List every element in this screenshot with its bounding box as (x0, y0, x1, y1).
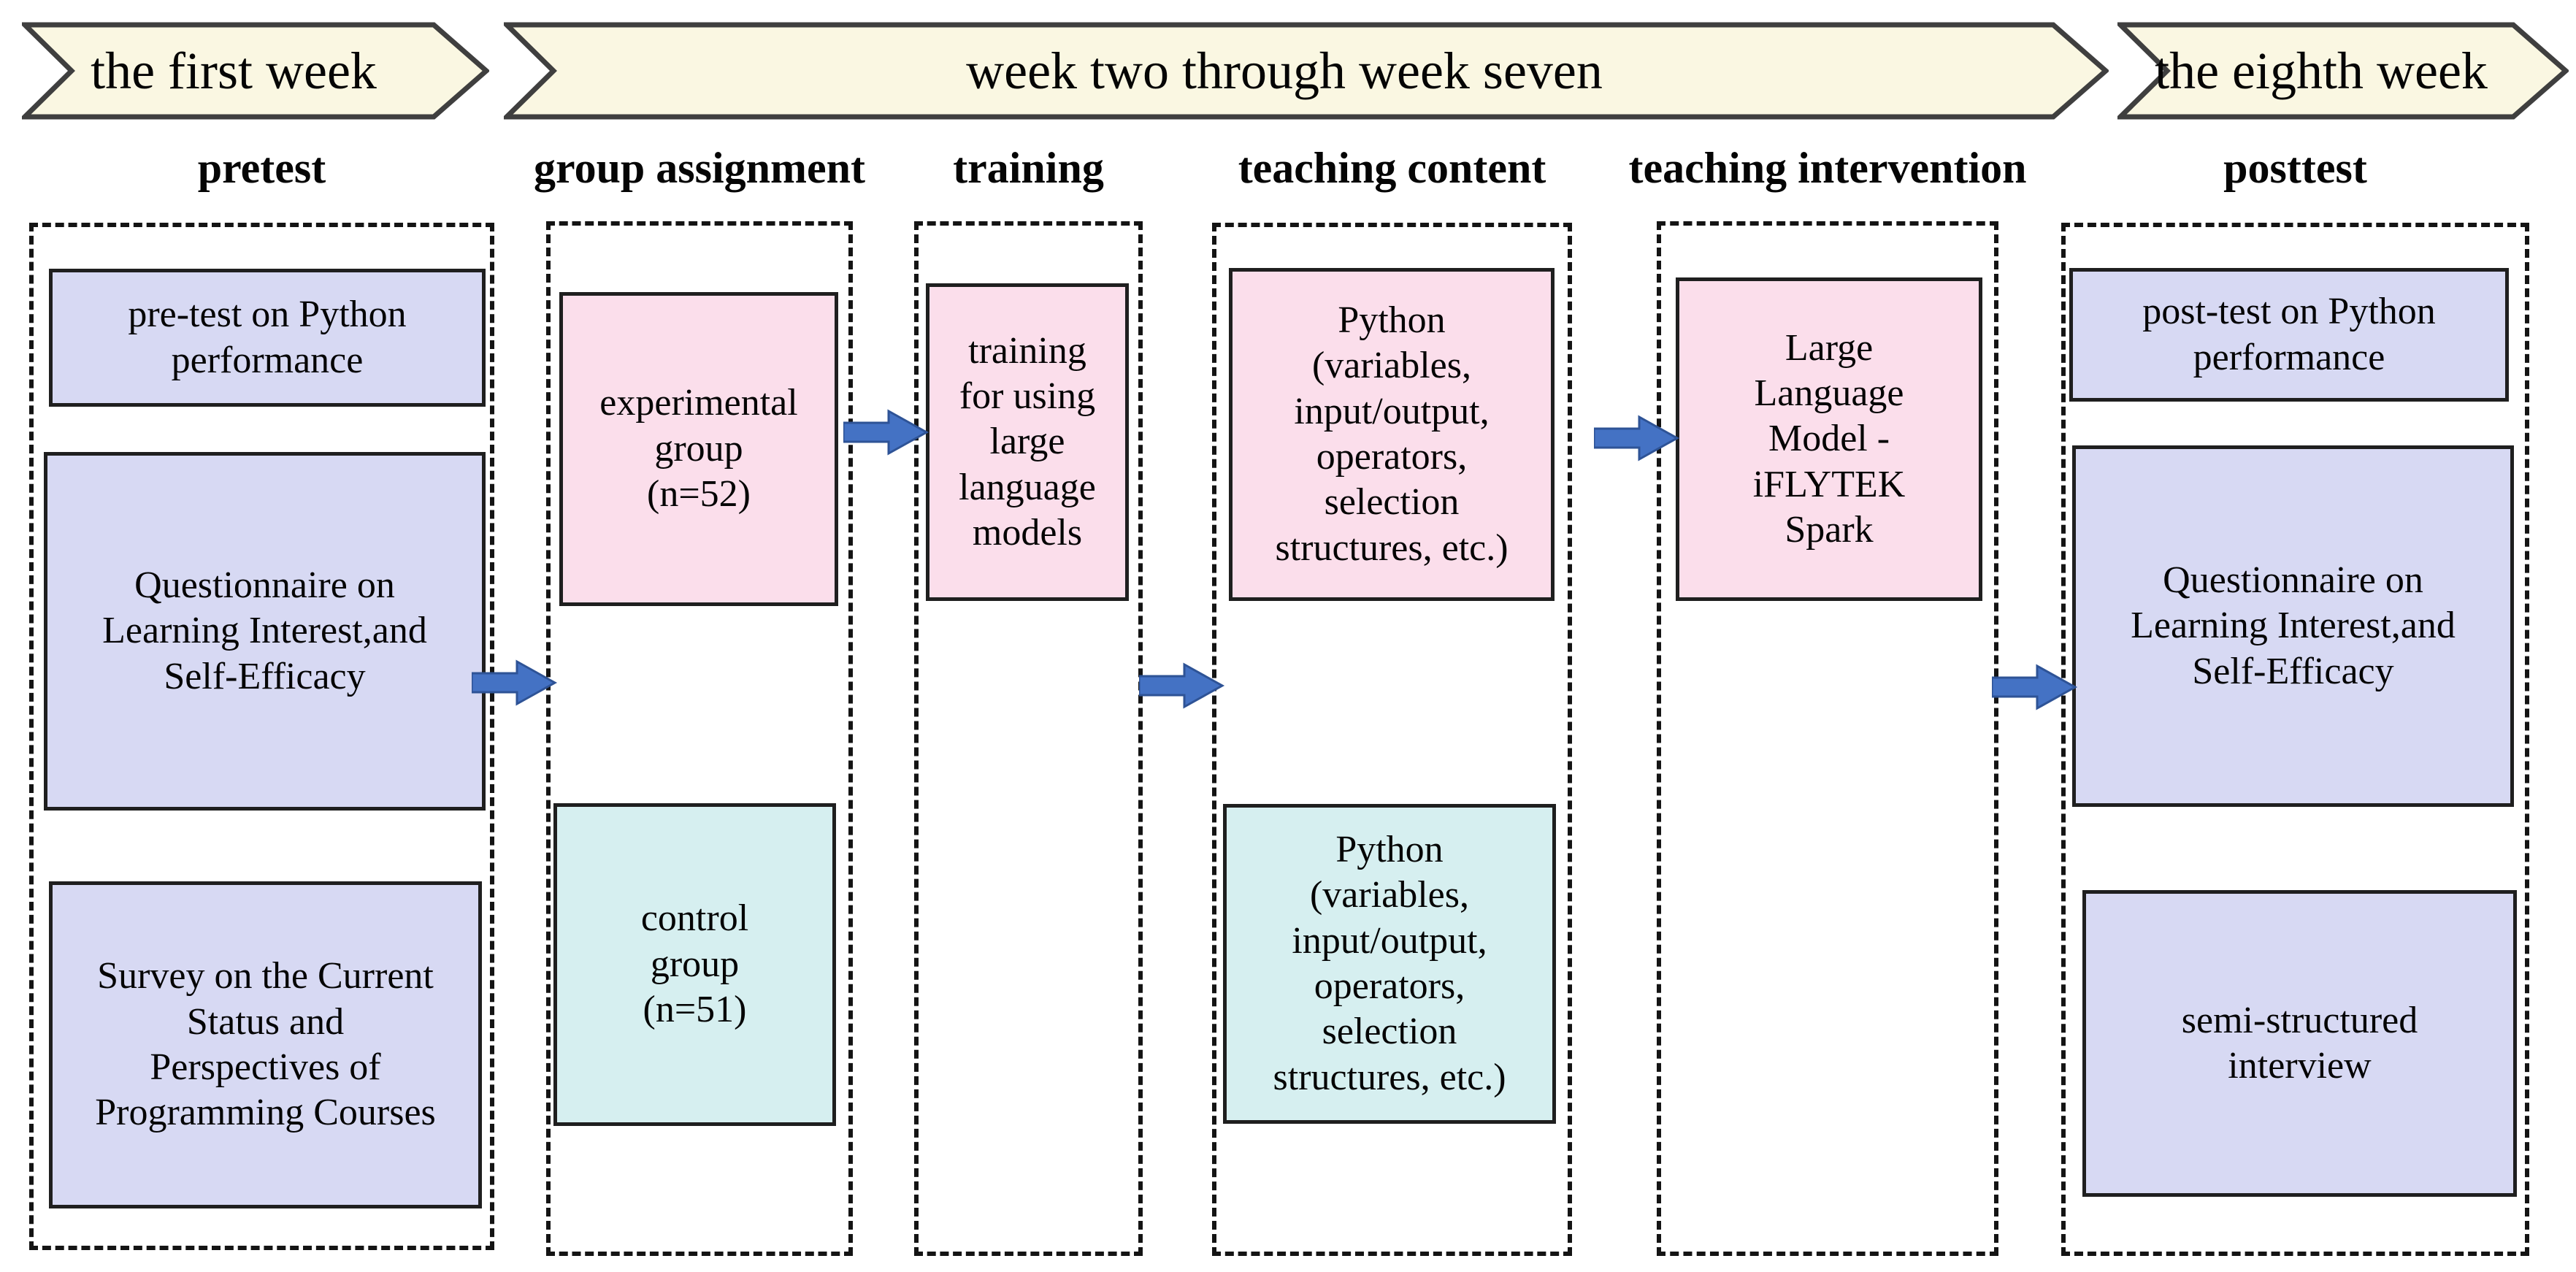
column-header-teaching-intervention: teaching intervention (1629, 140, 2027, 196)
container-training (914, 221, 1143, 1256)
flow-arrow-experimental-to-training-icon (843, 409, 929, 456)
teaching-content-control-box: Python (variables, input/output, operato… (1223, 804, 1556, 1124)
box-text: Survey on the Current Status and Perspec… (95, 955, 436, 1134)
header-text: pretest (197, 143, 326, 192)
llm-intervention-box: Large Language Model - iFLYTEK Spark (1676, 277, 1982, 601)
box-text: post-test on Python performance (2142, 291, 2436, 378)
box-text: semi-structured interview (2181, 999, 2418, 1087)
box-text: Python (variables, input/output, operato… (1273, 828, 1506, 1098)
banner-label: week two through week seven (966, 41, 1603, 100)
column-header-training: training (914, 140, 1143, 196)
banner-week-two-through-seven: week two through week seven (504, 22, 2109, 120)
flow-arrow-training-to-content-icon (1139, 662, 1225, 709)
pretest-survey-box: Survey on the Current Status and Perspec… (49, 881, 482, 1208)
container-posttest (2061, 223, 2529, 1256)
header-text: training (953, 143, 1104, 192)
header-text: teaching content (1238, 143, 1546, 192)
box-text: control group (n=51) (640, 897, 749, 1031)
flow-arrow-pretest-to-group-icon (472, 659, 558, 706)
box-text: Python (variables, input/output, operato… (1275, 299, 1509, 569)
box-text: pre-test on Python performance (128, 294, 407, 381)
column-header-teaching-content: teaching content (1212, 140, 1572, 196)
teaching-content-experimental-box: Python (variables, input/output, operato… (1229, 268, 1555, 601)
box-text: experimental group (n=52) (599, 382, 798, 516)
banner-first-week: the first week (22, 22, 489, 120)
banner-label: the eighth week (2155, 41, 2488, 100)
interview-box: semi-structured interview (2082, 890, 2517, 1197)
flow-arrow-intervention-to-posttest-icon (1992, 664, 2078, 710)
container-group-assignment (546, 221, 853, 1256)
header-text: teaching intervention (1628, 143, 2027, 192)
box-text: training for using large language models (959, 329, 1096, 554)
box-text: Questionnaire on Learning Interest,and S… (2131, 559, 2456, 692)
experimental-group-box: experimental group (n=52) (559, 292, 838, 606)
column-header-posttest: posttest (2061, 140, 2529, 196)
posttest-python-box: post-test on Python performance (2069, 268, 2509, 402)
chevron-shape-icon (22, 22, 489, 120)
posttest-questionnaire-box: Questionnaire on Learning Interest,and S… (2072, 445, 2514, 807)
control-group-box: control group (n=51) (553, 803, 836, 1126)
box-text: Questionnaire on Learning Interest,and S… (102, 564, 427, 697)
pretest-python-box: pre-test on Python performance (49, 269, 486, 407)
header-text: posttest (2223, 143, 2367, 192)
header-text: group assignment (534, 143, 865, 192)
container-pretest (29, 223, 494, 1250)
column-header-group-assignment: group assignment (534, 140, 865, 196)
container-teaching-intervention (1657, 221, 1998, 1256)
banner-eighth-week: the eighth week (2117, 22, 2569, 120)
pretest-questionnaire-box: Questionnaire on Learning Interest,and S… (44, 452, 486, 811)
container-teaching-content (1212, 223, 1572, 1256)
llm-training-box: training for using large language models (926, 283, 1129, 601)
banner-label: the first week (91, 41, 377, 100)
chevron-shape-icon (504, 22, 2109, 120)
chevron-shape-icon (2117, 22, 2569, 120)
flow-arrow-content-to-intervention-icon (1594, 415, 1680, 461)
column-header-pretest: pretest (29, 140, 494, 196)
box-text: Large Language Model - iFLYTEK Spark (1752, 326, 1906, 551)
